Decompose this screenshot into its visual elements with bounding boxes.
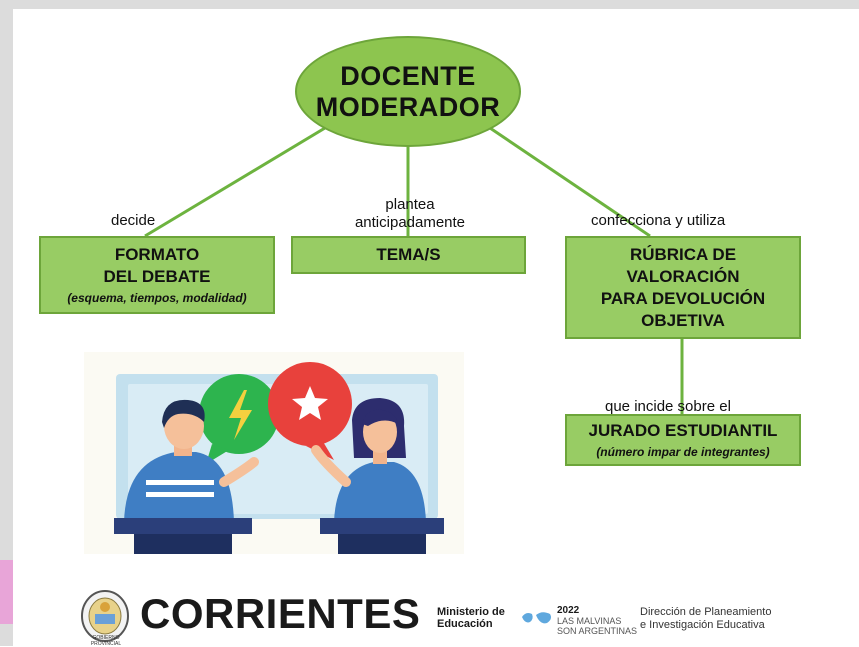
province-logo-text: CORRIENTES [140,590,421,637]
label-plantea: plantea anticipadamente [340,196,480,232]
connector-root-rubrica [489,126,651,238]
node-formato-line-1: FORMATO [114,245,200,264]
node-rubrica-line-4: OBJETIVA [641,310,725,330]
node-rubrica-line-1: RÚBRICA DE [629,244,737,264]
node-jurado: JURADO ESTUDIANTIL (número impar de inte… [565,414,801,466]
node-rubrica: RÚBRICA DE VALORACIÓN PARA DEVOLUCIÓN OB… [565,236,801,339]
ministry-line-2: Educación [437,618,493,630]
direction-line-1: Dirección de Planeamiento [640,606,772,618]
label-confecciona: confecciona y utiliza [591,212,726,229]
ministry-line-1: Ministerio de [437,606,505,618]
node-formato-subtitle: (esquema, tiempos, modalidad) [67,291,247,305]
slide-frame-top [13,0,859,9]
node-formato-line-2: DEL DEBATE [103,267,211,286]
malvinas-map-icon [522,612,551,624]
man-figure [124,399,259,522]
label-plantea-line-1: plantea [385,196,435,213]
podiums [114,518,444,554]
connector-root-formato [144,126,326,238]
woman-figure [311,398,426,522]
direction-label: Dirección de Planeamiento e Investigació… [640,606,771,632]
debate-illustration [84,352,464,554]
malvinas-badge: 2022 LAS MALVINAS SON ARGENTINAS [557,605,637,636]
seal-caption: GOBIERNO PROVINCIAL [90,635,122,647]
slide-frame-left [0,0,13,646]
node-jurado-subtitle: (número impar de integrantes) [596,445,770,459]
label-plantea-line-2: anticipadamente [354,214,466,231]
ministry-label: Ministerio de Educación [437,606,505,630]
label-incide: que incide sobre el [605,398,731,415]
node-tema: TEMA/S [291,236,526,274]
root-line-2: MODERADOR [315,91,501,122]
lightning-bubble-icon [199,374,279,464]
root-node: DOCENTE MODERADOR [295,36,521,147]
star-bubble-icon [268,362,352,460]
malvinas-year: 2022 [557,605,580,616]
label-decide: decide [111,212,156,229]
node-jurado-title: JURADO ESTUDIANTIL [588,421,778,440]
malvinas-line-1: LAS MALVINAS [557,616,622,626]
corrientes-seal-icon [81,590,129,642]
direction-line-2: e Investigación Educativa [640,619,765,631]
node-rubrica-line-3: PARA DEVOLUCIÓN [600,288,766,308]
node-rubrica-line-2: VALORACIÓN [626,266,740,286]
root-line-1: DOCENTE [340,60,476,91]
malvinas-line-2: SON ARGENTINAS [557,626,638,636]
node-formato: FORMATO DEL DEBATE (esquema, tiempos, mo… [39,236,275,314]
accent-bar [0,560,13,624]
node-tema-title: TEMA/S [376,245,441,264]
